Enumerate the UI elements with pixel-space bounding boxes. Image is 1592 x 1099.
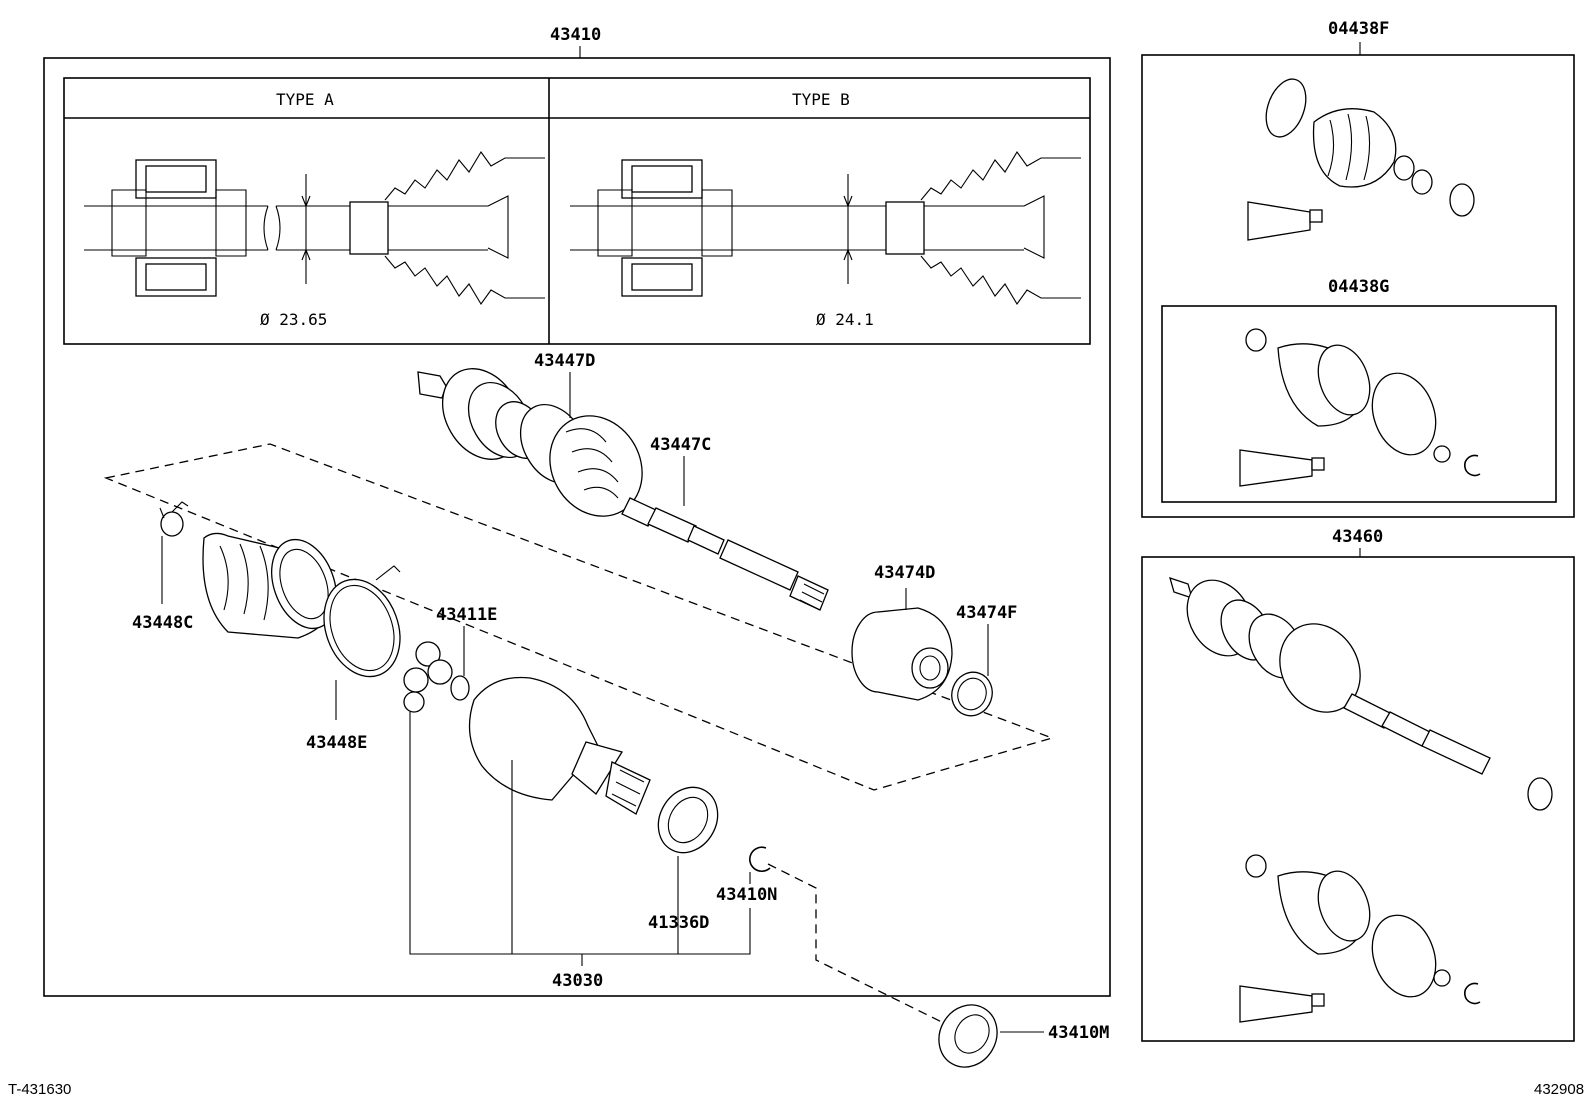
drive-shaft-assembly[interactable]: [417, 354, 829, 611]
type-a-diameter: Ø 23.65: [260, 310, 327, 329]
label-43410[interactable]: 43410: [550, 25, 601, 45]
kit-04438G-frame: [1161, 305, 1557, 503]
kit-43460-boot-set[interactable]: [1239, 854, 1481, 1023]
label-43447D[interactable]: 43447D: [534, 351, 595, 371]
bracket-43030: [409, 712, 751, 955]
kit-43460-shaft[interactable]: [1169, 568, 1553, 811]
label-43030[interactable]: 43030: [552, 971, 603, 991]
part-outer-race[interactable]: [468, 676, 651, 815]
kit-43460-frame: [1141, 556, 1575, 1042]
label-04438G[interactable]: 04438G: [1328, 277, 1389, 297]
type-b-diameter: Ø 24.1: [816, 310, 874, 329]
type-b-label: TYPE B: [792, 90, 850, 109]
part-boot-clamp-small[interactable]: [159, 501, 189, 537]
label-43410N[interactable]: 43410N: [716, 885, 777, 905]
label-43447C[interactable]: 43447C: [650, 435, 711, 455]
label-43410M[interactable]: 43410M: [1048, 1023, 1109, 1043]
footer-right-code: 432908: [1534, 1081, 1584, 1098]
label-04438F[interactable]: 04438F: [1328, 19, 1389, 39]
part-dynamic-damper[interactable]: [851, 607, 953, 701]
footer-left-code: T-431630: [8, 1081, 71, 1098]
label-43474F[interactable]: 43474F: [956, 603, 1017, 623]
part-damper-clamp[interactable]: [946, 666, 999, 721]
label-43448E[interactable]: 43448E: [306, 733, 367, 753]
kit-04438G-parts[interactable]: [1239, 328, 1481, 487]
part-outer-seal[interactable]: [928, 994, 1008, 1077]
type-a-label: TYPE A: [276, 90, 334, 109]
part-snap-ring[interactable]: [749, 846, 771, 873]
label-43474D[interactable]: 43474D: [874, 563, 935, 583]
type-a-shaft-drawing: [84, 150, 545, 306]
exploded-view-region: [103, 443, 1055, 791]
type-inset-frame: [63, 77, 1091, 345]
label-43411E[interactable]: 43411E: [436, 605, 497, 625]
label-43448C[interactable]: 43448C: [132, 613, 193, 633]
type-b-shaft-drawing: [570, 150, 1081, 306]
label-41336D[interactable]: 41336D: [648, 913, 709, 933]
kit-04438F-parts[interactable]: [1247, 74, 1475, 241]
main-assembly-frame: [43, 57, 1111, 997]
label-43460[interactable]: 43460: [1332, 527, 1383, 547]
kit-04438F-frame: [1141, 54, 1575, 518]
part-boot-clamp-large[interactable]: [311, 565, 413, 687]
part-oil-seal[interactable]: [647, 777, 729, 864]
part-tripod-joint[interactable]: [403, 641, 470, 713]
part-inner-boot[interactable]: [202, 531, 348, 639]
